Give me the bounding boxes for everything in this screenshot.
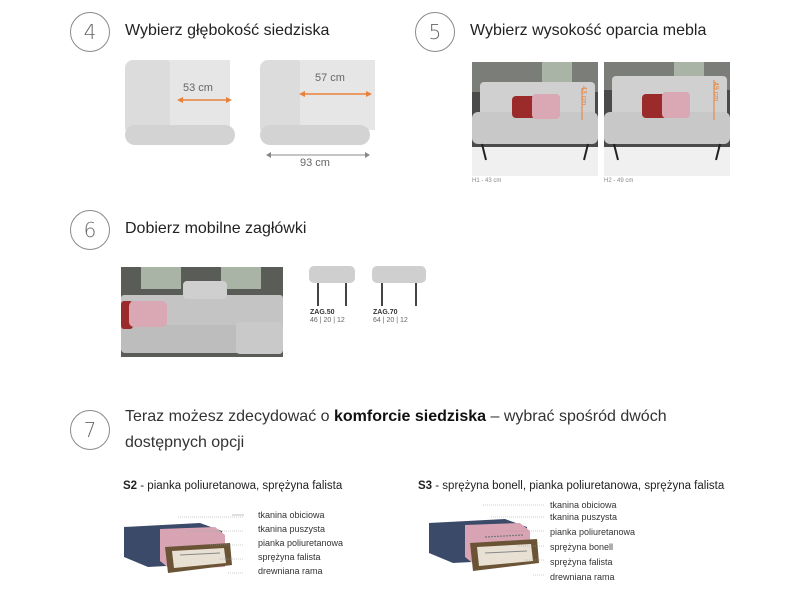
backrest-h2-photo — [604, 62, 730, 176]
seat-depth-a-label: 53 cm — [183, 82, 213, 94]
step-7-number: 7 — [70, 410, 110, 450]
comfort-text-bold: komforcie siedziska — [333, 408, 487, 425]
s2-description: - pianka poliuretanowa, sprężyna falista — [137, 480, 343, 492]
seat-total-depth-label: 93 cm — [300, 157, 330, 169]
s2-title: S2 - pianka poliuretanowa, sprężyna fali… — [123, 480, 342, 492]
backrest-h1-photo — [472, 62, 598, 176]
comfort-text-end: – wybrać spośród dwóch dostępnych opcji — [125, 408, 667, 451]
seat-depth-a-image — [125, 60, 235, 145]
comfort-description: Teraz możesz zdecydować o komforcie sied… — [125, 404, 685, 456]
headrest-zag50-image — [309, 266, 355, 306]
seat-depth-b-image — [260, 60, 375, 158]
s2-layer-3: pianka poliuretanowa — [258, 538, 344, 548]
step-6-title: Dobierz mobilne zagłówki — [125, 220, 307, 237]
step-4-title: Wybierz głębokość siedziska — [125, 22, 330, 39]
step-5-number: 5 — [415, 12, 455, 52]
headrest-zag70-code: ZAG.70 — [373, 309, 398, 316]
seat-depth-b-label: 57 cm — [315, 72, 345, 84]
s3-layer-3: pianka poliuretanowa — [550, 527, 636, 537]
s2-layer-2: tkanina puszysta — [258, 524, 326, 534]
s2-cross-section-image — [124, 514, 244, 574]
backrest-h2-caption: H2 - 49 cm — [604, 178, 634, 184]
s2-layer-1: tkanina obiciowa — [258, 510, 325, 520]
s2-layer-5: drewniana rama — [258, 566, 323, 576]
backrest-h2-label: 49 cm — [712, 81, 720, 102]
s3-description: - sprężyna bonell, pianka poliuretanowa,… — [432, 480, 725, 492]
step-6-number: 6 — [70, 210, 110, 250]
headrest-zag70-dims: 64 | 20 | 12 — [373, 317, 408, 324]
s3-layer-1: tkanina obiciowa — [550, 500, 617, 510]
s3-layer-2: tkanina puszysta — [550, 512, 618, 522]
comfort-text-start: Teraz możesz zdecydować o — [125, 408, 334, 425]
s2-layer-4: sprężyna falista — [258, 552, 321, 562]
s3-code: S3 — [418, 480, 433, 492]
backrest-h1-caption: H1 - 43 cm — [472, 178, 502, 184]
headrest-sofa-photo — [121, 267, 283, 357]
headrest-zag50-dims: 46 | 20 | 12 — [310, 317, 345, 324]
s3-layer-4: sprężyna bonell — [550, 542, 614, 552]
backrest-h1-label: 43 cm — [580, 85, 588, 106]
s2-code: S2 — [123, 480, 138, 492]
step-5-title: Wybierz wysokość oparcia mebla — [470, 22, 707, 39]
s3-cross-section-image — [429, 504, 545, 576]
step-4-number: 4 — [70, 12, 110, 52]
headrest-zag50-code: ZAG.50 — [310, 309, 335, 316]
s3-title: S3 - sprężyna bonell, pianka poliuretano… — [418, 480, 724, 492]
s3-layer-6: drewniana rama — [550, 572, 615, 582]
s3-layer-5: sprężyna falista — [550, 557, 613, 567]
headrest-zag70-image — [372, 266, 426, 306]
